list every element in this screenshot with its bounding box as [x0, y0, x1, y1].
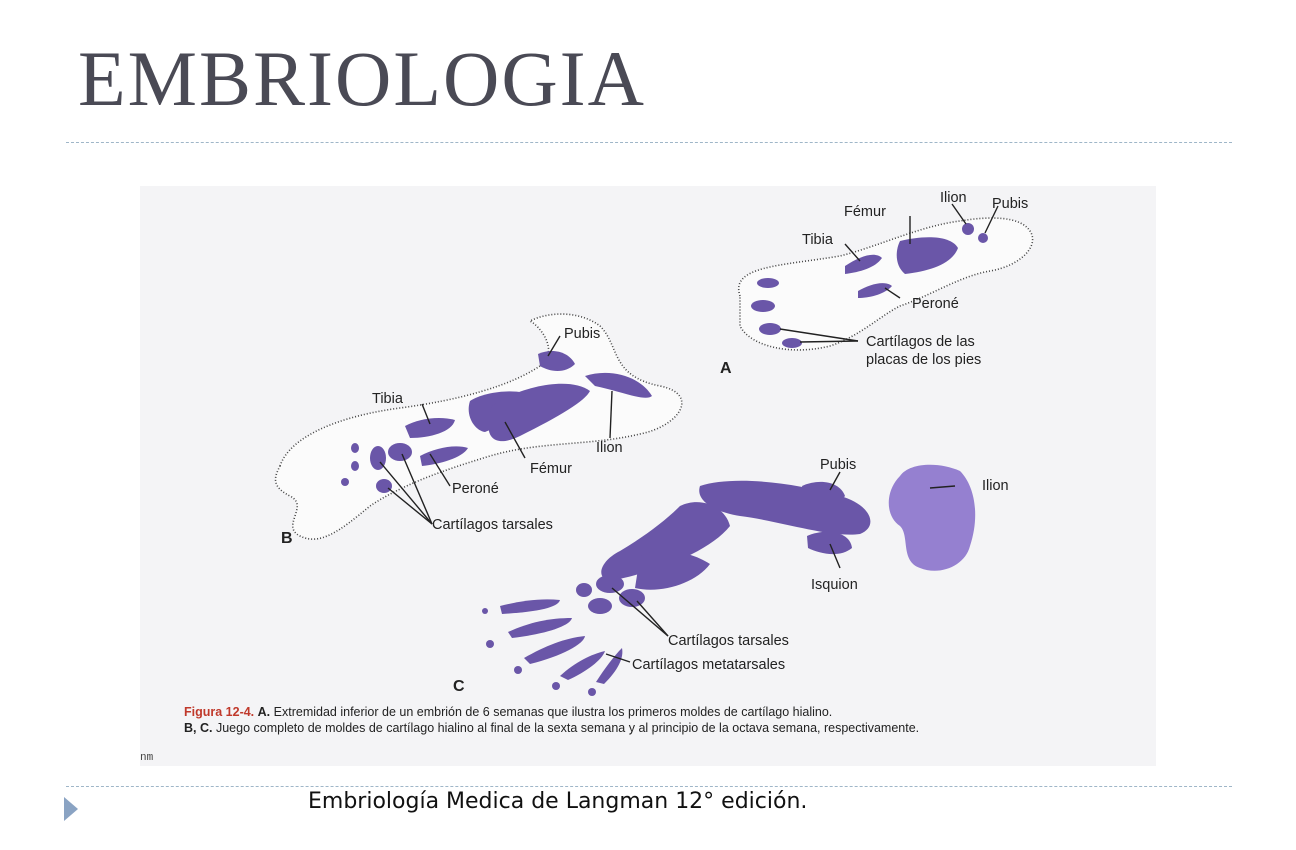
panel-c-letter: C	[453, 678, 465, 695]
figure-drawing: Ilion Pubis Fémur Tibia Peroné Cartílago…	[274, 190, 1034, 696]
label-a-cartilagos-2: placas de los pies	[866, 352, 981, 368]
label-b-tarsales: Cartílagos tarsales	[432, 517, 553, 533]
top-divider	[66, 142, 1232, 143]
caption-a-text: Extremidad inferior de un embrión de 6 s…	[273, 705, 833, 719]
panel-c-drawing	[482, 464, 976, 696]
label-c-ilion: Ilion	[982, 478, 1009, 494]
slide-title: EMBRIOLOGIA	[78, 35, 646, 122]
caption-bc-text: Juego completo de moldes de cartílago hi…	[215, 721, 920, 735]
label-b-perone: Peroné	[452, 481, 499, 497]
embryo-limb-figure: Ilion Pubis Fémur Tibia Peroné Cartílago…	[140, 186, 1156, 766]
figure-caption: Figura 12-4. A. Extremidad inferior de u…	[184, 704, 1144, 736]
panel-b-drawing	[274, 313, 683, 540]
source-citation: Embriología Medica de Langman 12° edició…	[308, 789, 808, 814]
label-b-pubis: Pubis	[564, 326, 600, 342]
panel-a-leaders	[779, 203, 999, 343]
panel-b-leaders	[379, 335, 613, 525]
crop-mark: nm	[140, 752, 154, 764]
panel-a-drawing	[737, 217, 1034, 351]
caption-a-label: A.	[257, 705, 271, 719]
triangle-bullet-icon	[64, 797, 78, 821]
label-c-tarsales: Cartílagos tarsales	[668, 633, 789, 649]
panel-a-letter: A	[720, 360, 732, 377]
panel-c-leaders	[605, 471, 956, 663]
label-a-tibia: Tibia	[802, 232, 834, 248]
label-a-cartilagos-1: Cartílagos de las	[866, 334, 975, 350]
label-c-pubis: Pubis	[820, 457, 856, 473]
bottom-divider	[66, 786, 1232, 787]
label-c-isquion: Isquion	[811, 577, 858, 593]
label-a-pubis: Pubis	[992, 196, 1028, 212]
label-a-ilion: Ilion	[940, 190, 967, 206]
caption-figure-label: Figura 12-4.	[184, 705, 255, 719]
label-b-femur: Fémur	[530, 461, 572, 477]
caption-bc-label: B, C.	[184, 721, 213, 735]
label-b-ilion: Ilion	[596, 440, 623, 456]
panel-b-letter: B	[281, 530, 293, 547]
label-a-femur: Fémur	[844, 204, 886, 220]
label-a-perone: Peroné	[912, 296, 959, 312]
label-b-tibia: Tibia	[372, 391, 404, 407]
label-c-metatarsales: Cartílagos metatarsales	[632, 657, 785, 673]
